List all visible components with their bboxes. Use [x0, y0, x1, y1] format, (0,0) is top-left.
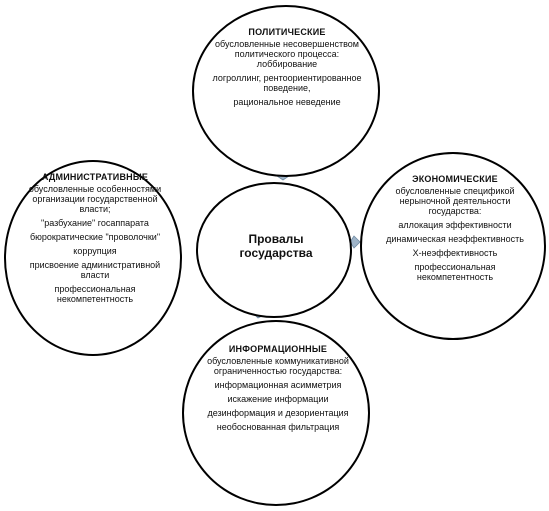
informational-item: информационная асимметрия	[214, 380, 342, 390]
center-circle: Провалы государства	[196, 182, 352, 318]
administrative-item: "разбухание" госаппарата	[41, 218, 149, 228]
economic-item: Х-неэффективность	[412, 248, 498, 258]
political-item: логроллинг, рентоориентированное поведен…	[212, 73, 362, 93]
administrative-item: бюрократические "проволочки"	[29, 232, 161, 242]
economic-item: динамическая неэффективность	[386, 234, 524, 244]
economic-circle: ЭКОНОМИЧЕСКИЕ обусловленные спецификой н…	[360, 152, 546, 340]
political-circle: ПОЛИТИЧЕСКИЕ обусловленные несовершенств…	[192, 5, 380, 177]
administrative-circle: АДМИНИСТРАТИВНЫЕ обусловленные особеннос…	[4, 160, 182, 356]
economic-item: профессиональная некомпетентность	[414, 262, 496, 282]
informational-item: необоснованная фильтрация	[216, 422, 340, 432]
connector-right	[349, 235, 361, 249]
informational-circle: ИНФОРМАЦИОННЫЕ обусловленные коммуникати…	[182, 320, 370, 506]
informational-item: обусловленные коммуникативной ограниченн…	[207, 356, 349, 376]
economic-item: обусловленные спецификой нерыночной деят…	[395, 186, 515, 216]
center-title: Провалы государства	[239, 232, 313, 260]
economic-item: аллокация эффективности	[398, 220, 512, 230]
administrative-item: присвоение административной власти	[29, 260, 161, 280]
political-item: обусловленные несовершенством политическ…	[215, 39, 359, 69]
administrative-item: профессиональная некомпетентность	[54, 284, 136, 304]
economic-heading: ЭКОНОМИЧЕСКИЕ	[412, 174, 498, 184]
administrative-item: коррупция	[73, 246, 117, 256]
political-item: рациональное неведение	[233, 97, 341, 107]
political-heading: ПОЛИТИЧЕСКИЕ	[248, 27, 326, 37]
administrative-item: обусловленные особенностями организации …	[28, 184, 162, 214]
informational-item: искажение информации	[227, 394, 329, 404]
informational-heading: ИНФОРМАЦИОННЫЕ	[228, 344, 328, 354]
administrative-heading: АДМИНИСТРАТИВНЫЕ	[41, 172, 149, 182]
informational-item: дезинформация и дезориентация	[207, 408, 349, 418]
